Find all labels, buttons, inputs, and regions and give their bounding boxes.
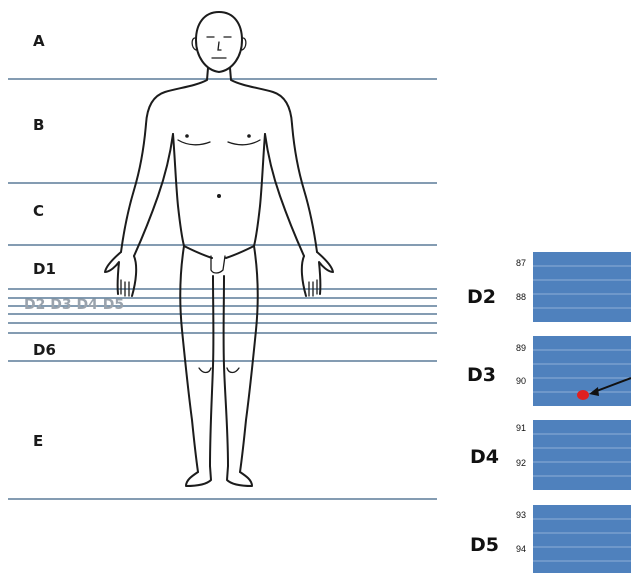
- zone-label-a: A: [33, 32, 45, 50]
- human-figure-icon: [105, 12, 333, 486]
- row-number: 88: [516, 292, 526, 302]
- row-number: 94: [516, 544, 526, 554]
- panel-label: D5: [470, 534, 499, 556]
- zone-label-e: E: [33, 432, 43, 450]
- row-number: 91: [516, 423, 526, 433]
- panel-label: D4: [470, 446, 499, 468]
- panel-label: D3: [467, 364, 496, 386]
- panel-block: [533, 505, 631, 573]
- zone-divider-lines: [8, 79, 437, 499]
- panel-d2: D2 87 88: [467, 252, 631, 322]
- row-number: 87: [516, 258, 526, 268]
- zone-labels: A B C D1 D2 D3 D4 D5 D6 E: [24, 32, 124, 450]
- panel-d4: D4 91 92: [470, 420, 631, 490]
- panel-block: [533, 252, 631, 322]
- panel-d5: D5 93 94: [470, 505, 631, 573]
- row-number: 93: [516, 510, 526, 520]
- zone-label-d1: D1: [33, 260, 56, 278]
- row-number: 89: [516, 343, 526, 353]
- row-number: 90: [516, 376, 526, 386]
- row-number: 92: [516, 458, 526, 468]
- zone-label-d2-d5: D2 D3 D4 D5: [24, 297, 124, 313]
- panel-d3: D3 89 90: [467, 336, 631, 406]
- panel-label: D2: [467, 286, 496, 308]
- zone-label-d6: D6: [33, 341, 56, 359]
- zone-label-b: B: [33, 116, 44, 134]
- red-marker-dot: [577, 390, 589, 400]
- panel-block: [533, 420, 631, 490]
- zone-label-c: C: [33, 202, 44, 220]
